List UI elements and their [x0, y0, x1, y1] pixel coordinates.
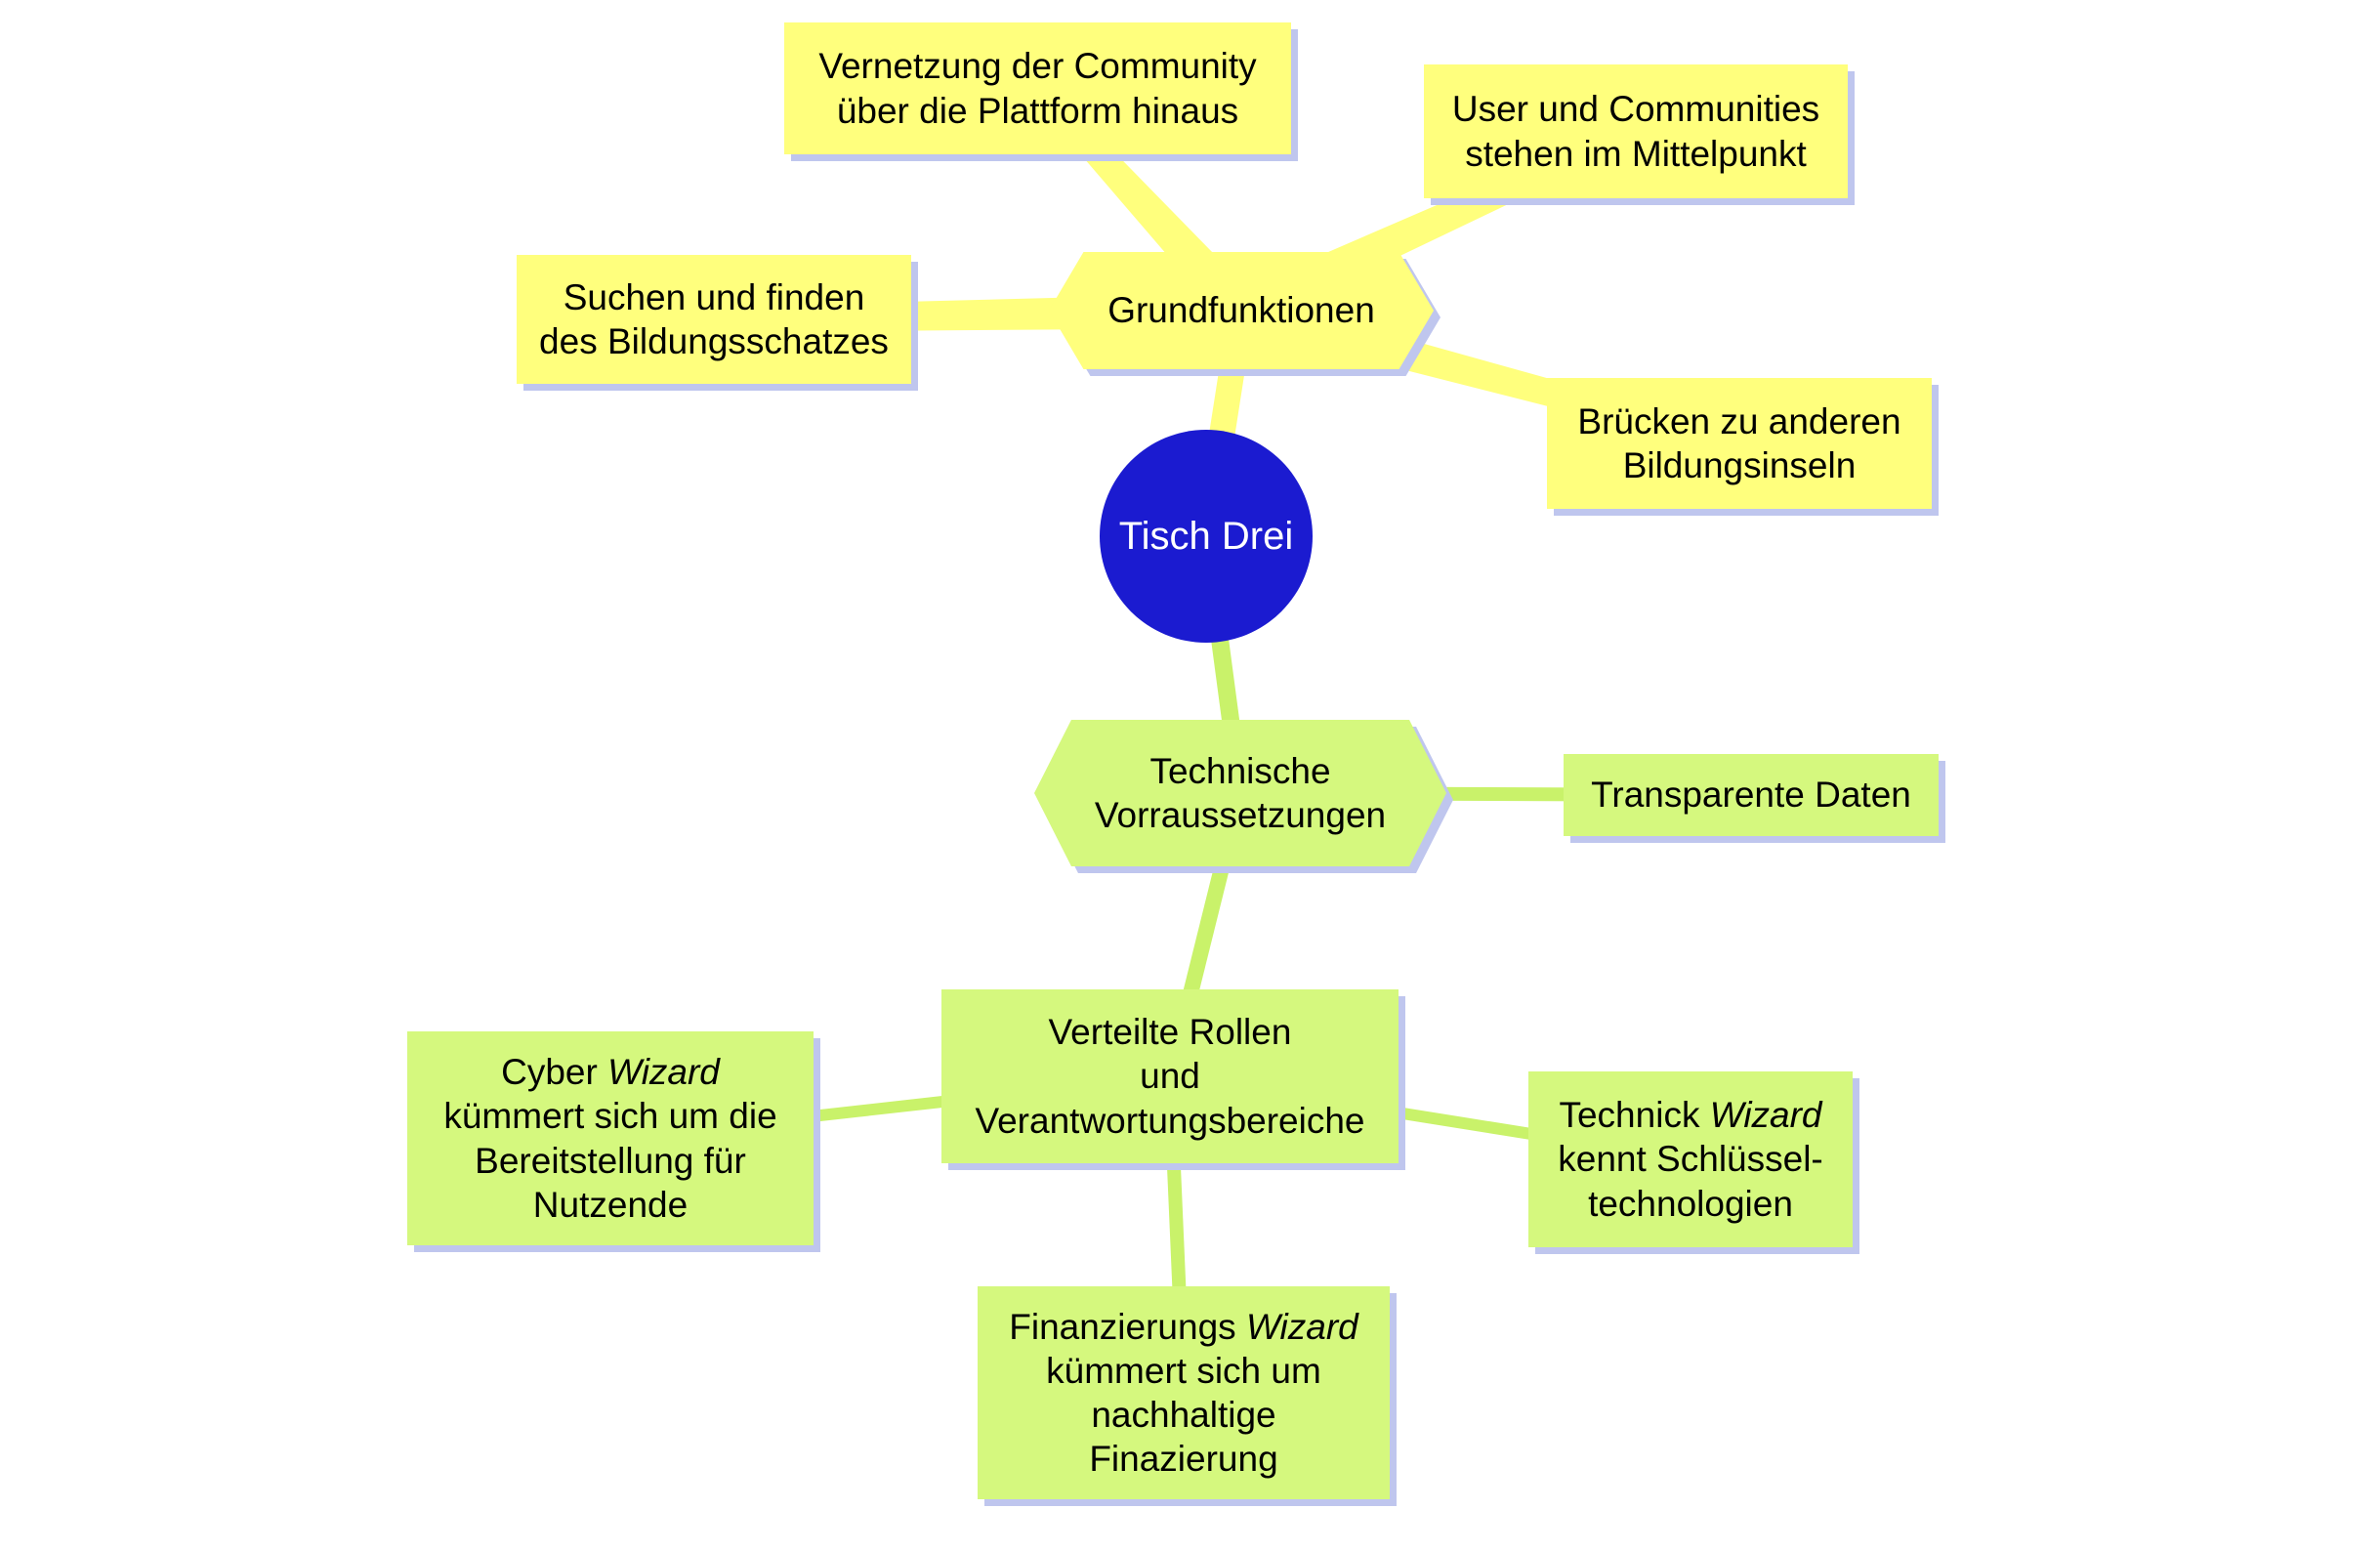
- node-technick-wizard[interactable]: Technick Wizard kennt Schlüssel- technol…: [1528, 1071, 1853, 1247]
- node-tisch-drei-label: Tisch Drei: [1118, 514, 1294, 558]
- node-verteilte-rollen[interactable]: Verteilte Rollen und Verantwortungsberei…: [941, 989, 1399, 1163]
- finanzierungs-wizard-text-post: kümmert sich um nachhaltige Finazierung: [1046, 1350, 1321, 1480]
- node-bruecken-label: Brücken zu anderen Bildungsinseln: [1577, 400, 1901, 485]
- node-vernetzung-label: Vernetzung der Community über die Plattf…: [818, 46, 1257, 131]
- technische-hexagon-shape: [1034, 720, 1446, 866]
- node-tisch-drei[interactable]: Tisch Drei: [1100, 430, 1313, 643]
- node-grundfunktionen-label: Grundfunktionen: [1107, 290, 1375, 331]
- technick-wizard-text-post: kennt Schlüssel- technologien: [1558, 1139, 1823, 1224]
- finanzierungs-wizard-text-italic: Wizard: [1245, 1306, 1358, 1347]
- node-technick-wizard-label: Technick Wizard kennt Schlüssel- technol…: [1558, 1093, 1822, 1225]
- node-finanzierungs-wizard-label: Finanzierungs Wizard kümmert sich um nac…: [1009, 1305, 1357, 1482]
- node-finanzierungs-wizard[interactable]: Finanzierungs Wizard kümmert sich um nac…: [978, 1286, 1390, 1499]
- node-suchen-finden-label: Suchen und finden des Bildungsschatzes: [539, 276, 889, 361]
- node-grundfunktionen[interactable]: Grundfunktionen: [1049, 252, 1441, 376]
- node-suchen-finden[interactable]: Suchen und finden des Bildungsschatzes: [517, 255, 911, 384]
- technick-wizard-text-pre: Technick: [1559, 1095, 1710, 1136]
- node-user-communities[interactable]: User und Communities stehen im Mittelpun…: [1424, 64, 1848, 198]
- cyber-wizard-text-italic: Wizard: [607, 1052, 720, 1093]
- node-transparente-daten[interactable]: Transparente Daten: [1564, 754, 1939, 836]
- node-vernetzung[interactable]: Vernetzung der Community über die Plattf…: [784, 22, 1291, 154]
- technick-wizard-text-italic: Wizard: [1709, 1095, 1822, 1136]
- grundfunktionen-hexagon-shape: [1049, 252, 1434, 369]
- node-cyber-wizard[interactable]: Cyber Wizard kümmert sich um die Bereits…: [407, 1031, 814, 1245]
- node-technische-vorraussetzungen[interactable]: Technische Vorraussetzungen: [1034, 720, 1453, 873]
- node-bruecken[interactable]: Brücken zu anderen Bildungsinseln: [1547, 378, 1932, 509]
- cyber-wizard-text-post: kümmert sich um die Bereitstellung für N…: [443, 1096, 777, 1225]
- node-user-communities-label: User und Communities stehen im Mittelpun…: [1451, 89, 1820, 174]
- node-cyber-wizard-label: Cyber Wizard kümmert sich um die Bereits…: [443, 1050, 776, 1227]
- node-technische-label: Technische Vorraussetzungen: [1094, 750, 1387, 835]
- node-transparente-daten-label: Transparente Daten: [1591, 775, 1911, 816]
- finanzierungs-wizard-text-pre: Finanzierungs: [1009, 1306, 1246, 1347]
- node-verteilte-rollen-label: Verteilte Rollen und Verantwortungsberei…: [975, 1012, 1365, 1141]
- cyber-wizard-text-pre: Cyber: [501, 1052, 608, 1093]
